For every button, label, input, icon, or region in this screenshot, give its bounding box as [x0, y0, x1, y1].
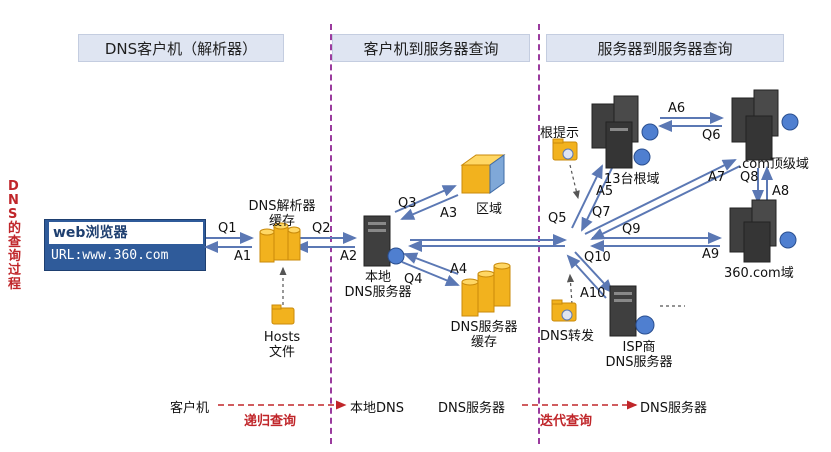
label-a2: A2: [340, 249, 358, 264]
local-dns-label: 本地 DNS服务器: [344, 270, 412, 300]
arrow-a4: [403, 252, 459, 275]
label-a4: A4: [450, 262, 468, 277]
bottom-iterative: 迭代查询: [540, 414, 593, 429]
label-q3: Q3: [398, 196, 417, 211]
arrow-a3: [400, 194, 459, 220]
section-header-server-to-server: 服务器到服务器查询: [546, 34, 784, 62]
browser-box: web浏览器 URL:www.360.com: [44, 219, 206, 271]
label-a1: A1: [234, 249, 252, 264]
dns-cache-icon: [461, 262, 511, 317]
separator-right: [538, 24, 540, 444]
bottom-local-dns: 本地DNS: [350, 401, 404, 416]
label-a8: A8: [772, 184, 790, 199]
link-forward: [566, 273, 575, 305]
resolver-cache-icon: [259, 222, 301, 263]
com-tld-label: .com顶级域: [738, 157, 809, 172]
arrow-a5: [581, 167, 613, 232]
hosts-file-icon: [271, 304, 295, 325]
label-a3: A3: [440, 206, 458, 221]
bottom-dns-server-2: DNS服务器: [640, 401, 707, 416]
local-dns-server-icon: [363, 215, 405, 267]
bottom-dns-server: DNS服务器: [438, 401, 505, 416]
site-domain-label: 360.com域: [724, 266, 794, 281]
browser-title: web浏览器: [49, 222, 203, 244]
link-root-hint: [569, 164, 580, 200]
separator-left: [330, 24, 332, 444]
isp-dns-server-icon: [609, 285, 655, 337]
zone-label: 区域: [476, 202, 503, 217]
isp-dns-label: ISP商 DNS服务器: [605, 340, 673, 370]
dns-forward-icon: [551, 299, 577, 322]
com-tld-servers-icon: [731, 89, 799, 161]
dns-cache-label: DNS服务器 缓存: [450, 320, 518, 350]
label-q7: Q7: [592, 205, 611, 220]
root-servers-label: 13台根域: [604, 172, 660, 187]
label-a7: A7: [708, 170, 726, 185]
label-q4: Q4: [404, 272, 423, 287]
arrow-q4: [401, 261, 460, 286]
label-q8: Q8: [740, 170, 759, 185]
label-q5: Q5: [548, 211, 567, 226]
bottom-client: 客户机: [170, 401, 210, 416]
arrow-q5: [571, 164, 603, 229]
dns-forward-label: DNS转发: [540, 329, 594, 344]
root-hint-label: 根提示: [540, 126, 580, 141]
label-q1: Q1: [218, 221, 237, 236]
site-domain-servers-icon: [729, 199, 797, 263]
arrow-q3: [394, 185, 457, 213]
arrow-a10: [566, 254, 607, 299]
arrow-q7: [584, 159, 737, 235]
label-q9: Q9: [622, 222, 641, 237]
label-a6: A6: [668, 101, 686, 116]
bottom-recursive: 递归查询: [244, 414, 297, 429]
label-a10: A10: [580, 286, 606, 301]
side-label: DNS的查询过程: [8, 179, 22, 292]
resolver-cache-label: DNS解析器 缓存: [248, 199, 316, 229]
hosts-file-label: Hosts 文件: [263, 330, 301, 360]
arrow-q10: [574, 251, 614, 294]
root-hint-icon: [552, 138, 578, 161]
arrow-a7: [590, 165, 741, 240]
label-q6: Q6: [702, 128, 721, 143]
browser-url: URL:www.360.com: [51, 248, 169, 263]
zone-folder-icon: [460, 154, 506, 194]
label-q2: Q2: [312, 221, 331, 236]
root-servers-icon: [591, 95, 659, 169]
section-header-client-to-server: 客户机到服务器查询: [332, 34, 530, 62]
section-header-client: DNS客户机（解析器）: [78, 34, 284, 62]
label-a9: A9: [702, 247, 720, 262]
label-a5: A5: [596, 184, 614, 199]
label-q10: Q10: [584, 250, 611, 265]
